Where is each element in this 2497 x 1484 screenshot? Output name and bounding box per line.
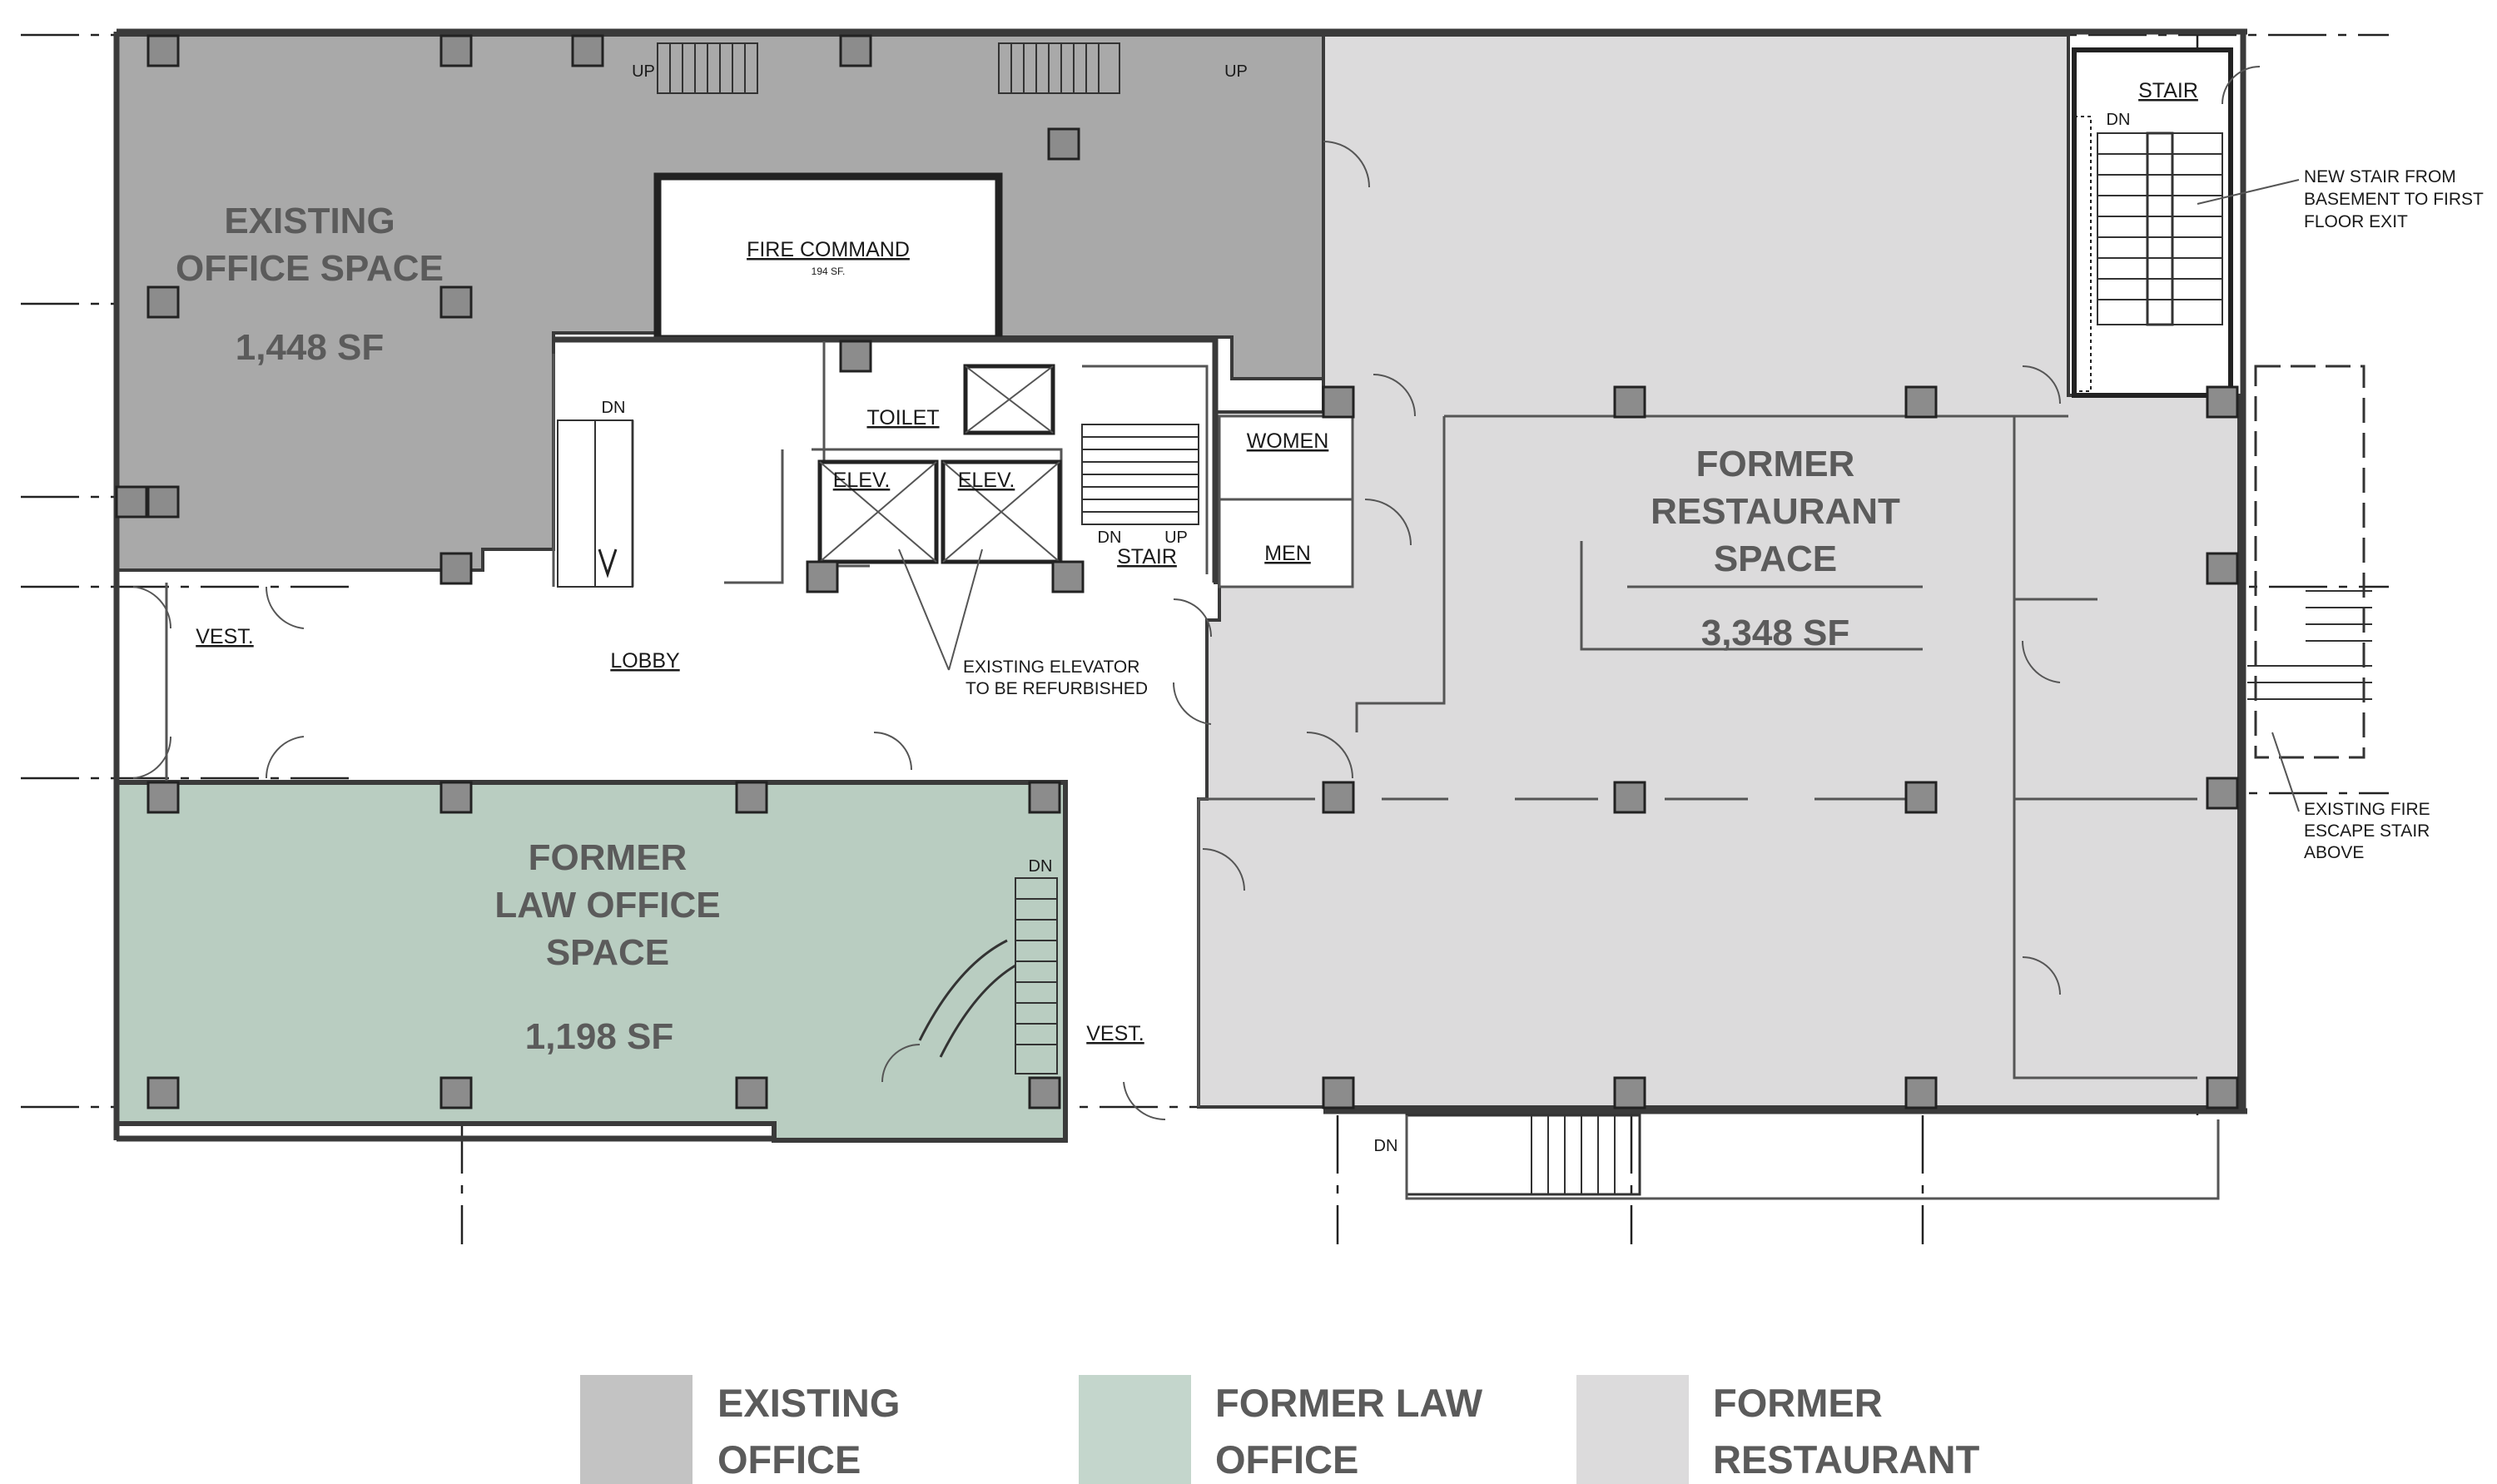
elevator-note-2: TO BE REFURBISHED [966,679,1148,698]
core-stair-label: STAIR [1117,545,1177,568]
existing-office-title-1: EXISTING [224,201,395,241]
new-stair-note-3: FLOOR EXIT [2304,212,2408,231]
law-office-area: 1,198 SF [525,1016,674,1057]
restrooms [1218,414,1354,588]
legend-swatch-former-restaurant [1576,1375,1689,1484]
elevators [817,364,1062,671]
new-stair-note-2: BASEMENT TO FIRST [2304,190,2484,209]
fire-escape-note-3: ABOVE [2304,843,2364,862]
north-stair-west [657,42,758,94]
legend-swatch-former-law-office [1079,1375,1191,1484]
dn-mark-5: DN [1374,1137,1398,1155]
fire-command-room [653,172,1003,343]
law-office-title-1: FORMER [529,837,688,878]
restaurant-title-3: SPACE [1714,539,1837,579]
vest-south-label: VEST. [1086,1022,1144,1045]
new-stair-label: STAIR [2138,79,2198,102]
lobby-label: LOBBY [610,649,680,673]
core-stair [1081,424,1199,525]
up-mark-3: UP [1164,529,1188,547]
legend-label-former-law-office-2: OFFICE [1215,1437,1358,1482]
dn-mark-2: DN [602,399,626,417]
fire-command-label: FIRE COMMAND [747,238,910,261]
legend-label-former-restaurant-1: FORMER [1713,1381,1883,1425]
law-office-stair [918,877,1058,1075]
existing-office-title-2: OFFICE SPACE [176,248,444,289]
existing-office-area: 1,448 SF [236,327,385,368]
law-office-title-3: SPACE [546,932,669,973]
legend-label-existing-office-2: OFFICE [717,1437,861,1482]
fire-escape-stair [2247,365,2372,759]
toilet-label: TOILET [866,406,939,429]
fire-escape-note-1: EXISTING FIRE [2304,800,2430,819]
restaurant-title-1: FORMER [1696,444,1855,484]
restaurant-area: 3,348 SF [1701,613,1850,653]
north-stair-east [998,42,1120,94]
fire-command-area: 194 SF. [812,266,846,277]
legend: EXISTING OFFICE FORMER LAW OFFICE FORMER… [580,1375,1980,1484]
elevator-note-1: EXISTING ELEVATOR [963,658,1139,677]
elevator-2-label: ELEV. [958,469,1015,492]
legend-swatch-existing-office [580,1375,693,1484]
dn-mark-1: DN [2107,111,2131,129]
up-mark-2: UP [1224,62,1248,81]
stairs [557,42,2372,1200]
women-label: WOMEN [1247,429,1329,453]
columns [115,34,2239,1109]
elevator-1-label: ELEV. [833,469,891,492]
south-exterior-stair [1405,1114,2220,1200]
law-office-title-2: LAW OFFICE [494,885,720,926]
legend-label-former-restaurant-2: RESTAURANT [1713,1437,1980,1482]
fire-escape-note-2: ESCAPE STAIR [2304,821,2430,841]
dn-mark-4: DN [1029,857,1053,876]
labels: EXISTING OFFICE SPACE 1,448 SF FORMER LA… [176,62,2484,1155]
new-stair [2073,116,2223,392]
walls [113,28,2247,1142]
doors [132,66,2261,1121]
new-stair-note-1: NEW STAIR FROM [2304,167,2456,186]
vest-west-label: VEST. [196,625,253,648]
up-mark-1: UP [632,62,655,81]
legend-label-existing-office-1: EXISTING [717,1381,900,1425]
restaurant-title-2: RESTAURANT [1651,491,1900,532]
legend-label-former-law-office-1: FORMER LAW [1215,1381,1483,1425]
dn-mark-3: DN [1098,529,1122,547]
men-label: MEN [1264,542,1311,565]
lobby-stair [557,419,633,588]
